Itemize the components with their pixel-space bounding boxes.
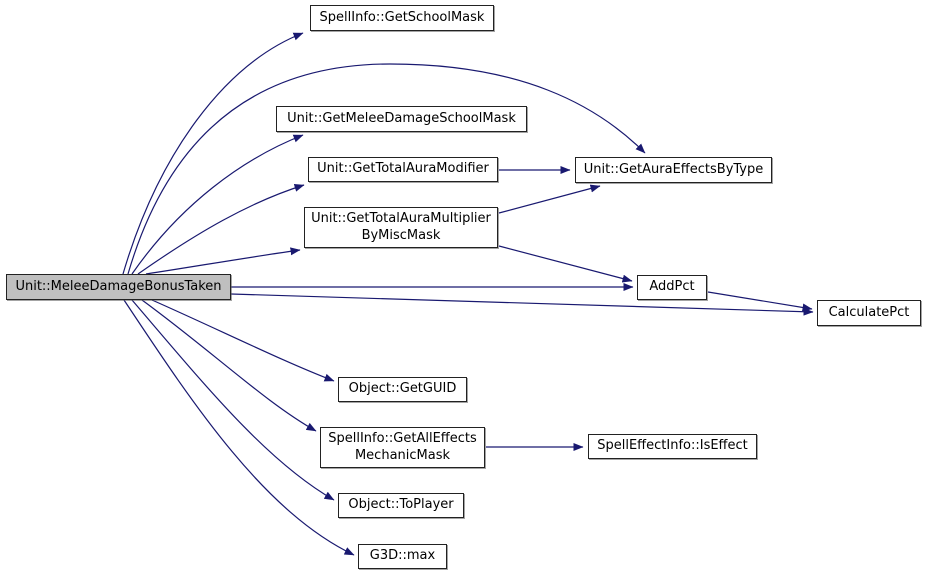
node-calculatepct[interactable]: CalculatePct: [817, 300, 921, 326]
node-spelleffectinfo-iseffect[interactable]: SpellEffectInfo::IsEffect: [588, 434, 757, 459]
edge-main-to-getalleffectsmechanicmask: [141, 299, 317, 432]
node-unit-gettotalauramultiplierbymiscmask[interactable]: Unit::GetTotalAuraMultiplier ByMiscMask: [304, 207, 498, 248]
node-unit-getmeleedamageschoolmask[interactable]: Unit::GetMeleeDamageSchoolMask: [276, 106, 527, 132]
node-unit-gettotalauramodifier[interactable]: Unit::GetTotalAuraModifier: [308, 157, 498, 182]
edge-gettotalauramultiplier-to-getauraeffectsbytype: [498, 184, 601, 214]
node-spellinfo-getalleffectsmechanicmask[interactable]: SpellInfo::GetAllEffects MechanicMask: [320, 427, 485, 468]
node-g3d-max[interactable]: G3D::max: [358, 544, 447, 569]
edge-main-to-gettotalauramodifier: [137, 184, 305, 275]
node-unit-meleedamagebonustaken[interactable]: Unit::MeleeDamageBonusTaken: [6, 274, 231, 300]
edge-main-to-g3dmax: [123, 299, 355, 556]
node-object-toplayer[interactable]: Object::ToPlayer: [338, 493, 464, 518]
edge-main-to-gettotalauramultiplier: [145, 247, 301, 275]
node-spellinfo-getschoolmask[interactable]: SpellInfo::GetSchoolMask: [310, 5, 494, 31]
edge-main-to-calculatepct: [230, 293, 814, 316]
edge-gettotalauramultiplier-to-addpct: [498, 245, 633, 283]
edge-main-to-getauraeffectsbytype: [127, 63, 646, 275]
node-object-getguid[interactable]: Object::GetGUID: [338, 377, 467, 402]
edge-main-to-getguid: [151, 299, 335, 382]
edge-main-to-getschoolmask: [122, 32, 304, 275]
edge-main-to-getmeleedamageschoolmask: [131, 134, 304, 275]
edge-main-to-toplayer: [131, 299, 335, 501]
node-addpct[interactable]: AddPct: [637, 275, 707, 300]
edge-addpct-to-calculatepct: [707, 291, 813, 312]
node-unit-getauraeffectsbytype[interactable]: Unit::GetAuraEffectsByType: [575, 157, 772, 183]
